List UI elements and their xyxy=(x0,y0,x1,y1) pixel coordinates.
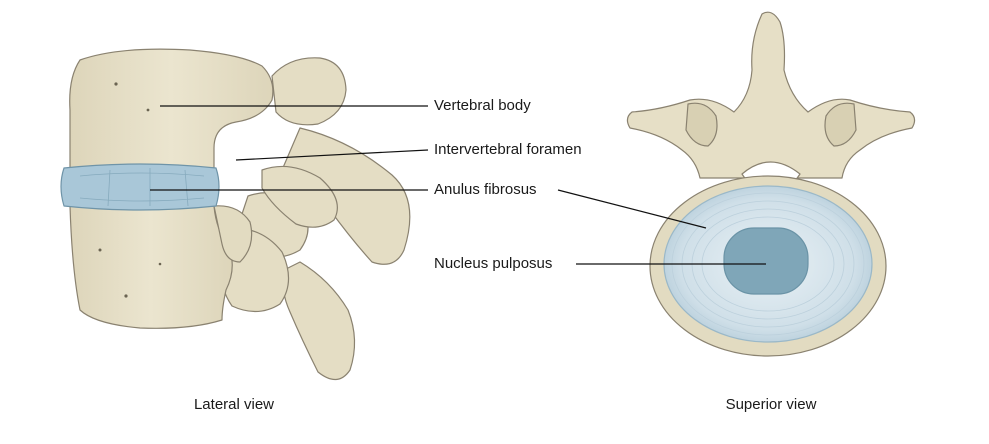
caption-lateral-view: Lateral view xyxy=(193,396,275,413)
upper-vertebral-body xyxy=(69,48,274,169)
label-vertebral-body: Vertebral body xyxy=(434,97,531,114)
label-anulus-fibrosus: Anulus fibrosus xyxy=(434,181,537,198)
lower-vertebral-body xyxy=(69,205,233,329)
label-nucleus-pulposus: Nucleus pulposus xyxy=(434,255,553,272)
spinous-process xyxy=(626,11,916,179)
lateral-view-illustration xyxy=(60,48,411,381)
superior-view-illustration xyxy=(626,11,916,357)
label-intervertebral-foramen: Intervertebral foramen xyxy=(434,141,582,158)
leader-line-anulus-fibrosus-superior xyxy=(557,189,707,229)
leader-line-intervertebral-foramen xyxy=(235,149,429,161)
nucleus-pulposus-shape xyxy=(723,227,809,295)
leader-lines xyxy=(150,105,766,265)
caption-superior-view: Superior view xyxy=(725,396,817,413)
intervertebral-disc-lateral xyxy=(60,163,220,211)
